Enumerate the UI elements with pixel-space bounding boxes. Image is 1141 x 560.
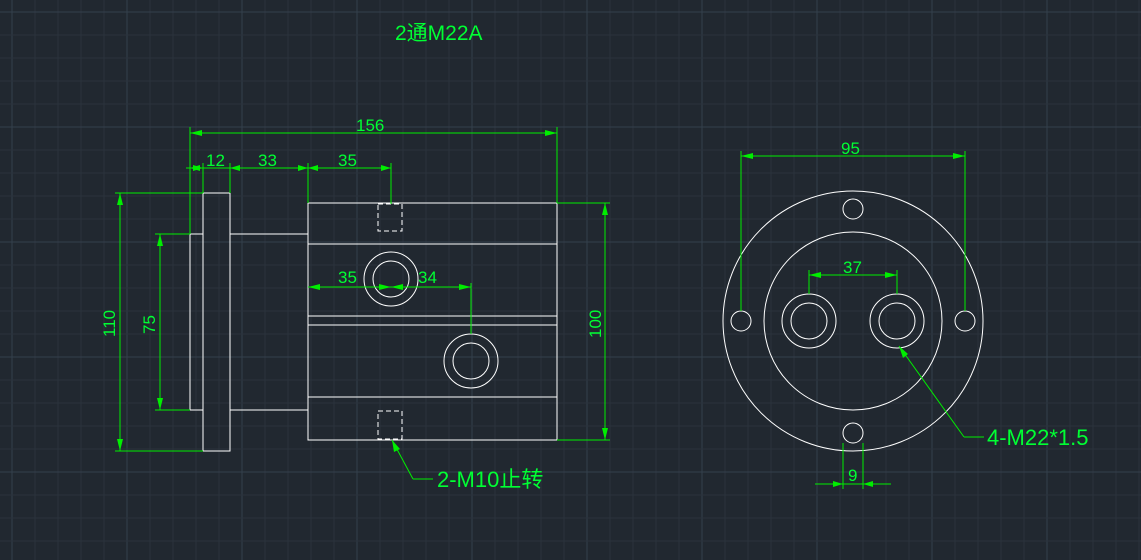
- side-view-dimensions: 156 12 33 35 35 34 110 75 100 2-M10止转: [100, 116, 610, 492]
- arrowhead: [308, 284, 320, 290]
- callout-ports: 4-M22*1.5: [987, 425, 1089, 450]
- port-inner-circle: [452, 342, 490, 380]
- dim-text-port2-offset: 34: [418, 268, 437, 287]
- arrowhead: [885, 272, 897, 278]
- callout-anti-rotation: 2-M10止转: [437, 467, 543, 492]
- arrowhead: [392, 440, 400, 452]
- front-view-dimensions: 95 37 9 4-M22*1.5: [740, 139, 1089, 489]
- mounting-hole: [842, 422, 864, 444]
- flange-lip: [189, 233, 204, 411]
- arrowhead: [459, 284, 471, 290]
- anti-rotation-slot-bottom: [377, 410, 403, 440]
- mounting-hole: [842, 198, 864, 220]
- arrowhead: [863, 481, 873, 487]
- arrowhead: [602, 428, 608, 440]
- arrowhead: [391, 284, 403, 290]
- dim-text-neck-diameter: 75: [140, 315, 159, 334]
- arrowhead: [117, 193, 123, 205]
- dim-text-hole-width: 9: [848, 466, 857, 485]
- arrowhead: [381, 165, 391, 171]
- dim-text-slot-offset: 35: [338, 151, 357, 170]
- anti-rotation-slot-top: [377, 203, 403, 232]
- arrowhead: [157, 234, 163, 246]
- dim-text-port-spacing: 37: [843, 258, 862, 277]
- arrowhead: [298, 165, 308, 171]
- leader-line: [898, 345, 965, 438]
- arrowhead: [545, 130, 557, 136]
- arrowhead: [193, 165, 203, 171]
- side-view: [189, 192, 558, 452]
- mounting-hole: [954, 310, 976, 332]
- body-circle: [763, 231, 943, 411]
- arrowhead: [230, 165, 240, 171]
- dim-text-overall-length: 156: [356, 116, 384, 135]
- arrowhead: [190, 130, 202, 136]
- flange-outer-circle: [722, 190, 984, 452]
- dim-text-body-height: 100: [586, 310, 605, 338]
- dim-text-flange-thickness: 12: [206, 151, 225, 170]
- arrowhead: [379, 284, 391, 290]
- front-view: [722, 190, 984, 452]
- arrowhead: [117, 439, 123, 451]
- port-inner-circle: [372, 260, 410, 298]
- port-inner-circle: [878, 302, 916, 340]
- port-outer-circle: [363, 251, 419, 307]
- body-outline: [307, 202, 558, 441]
- port-outer-circle: [781, 293, 837, 349]
- arrowhead: [899, 346, 908, 358]
- arrowhead: [308, 165, 318, 171]
- arrowhead: [157, 398, 163, 410]
- dim-text-flange-diameter: 110: [100, 310, 119, 337]
- port-inner-circle: [790, 302, 828, 340]
- dim-text-port1-offset: 35: [338, 268, 357, 287]
- flange-outline: [202, 192, 231, 452]
- arrowhead: [602, 203, 608, 215]
- arrowhead: [833, 481, 843, 487]
- drawing-title: 2通M22A: [395, 22, 483, 45]
- arrowhead: [741, 153, 753, 159]
- dim-text-neck-length: 33: [258, 151, 277, 170]
- dim-text-bolt-circle: 95: [841, 139, 860, 158]
- arrowhead: [809, 272, 821, 278]
- arrowhead: [953, 153, 965, 159]
- port-outer-circle: [869, 293, 925, 349]
